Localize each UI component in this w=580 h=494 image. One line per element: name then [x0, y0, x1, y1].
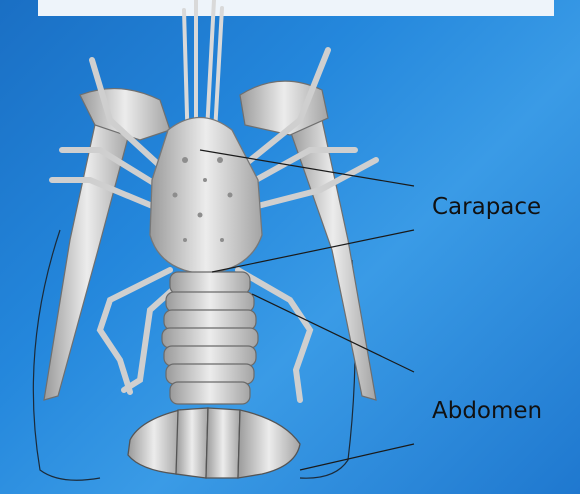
abdomen-label: Abdomen	[432, 400, 542, 423]
tail-fan	[128, 408, 300, 478]
carapace-label: Carapace	[432, 196, 541, 219]
carapace-shape	[150, 118, 262, 275]
abdomen-segments	[162, 272, 258, 404]
